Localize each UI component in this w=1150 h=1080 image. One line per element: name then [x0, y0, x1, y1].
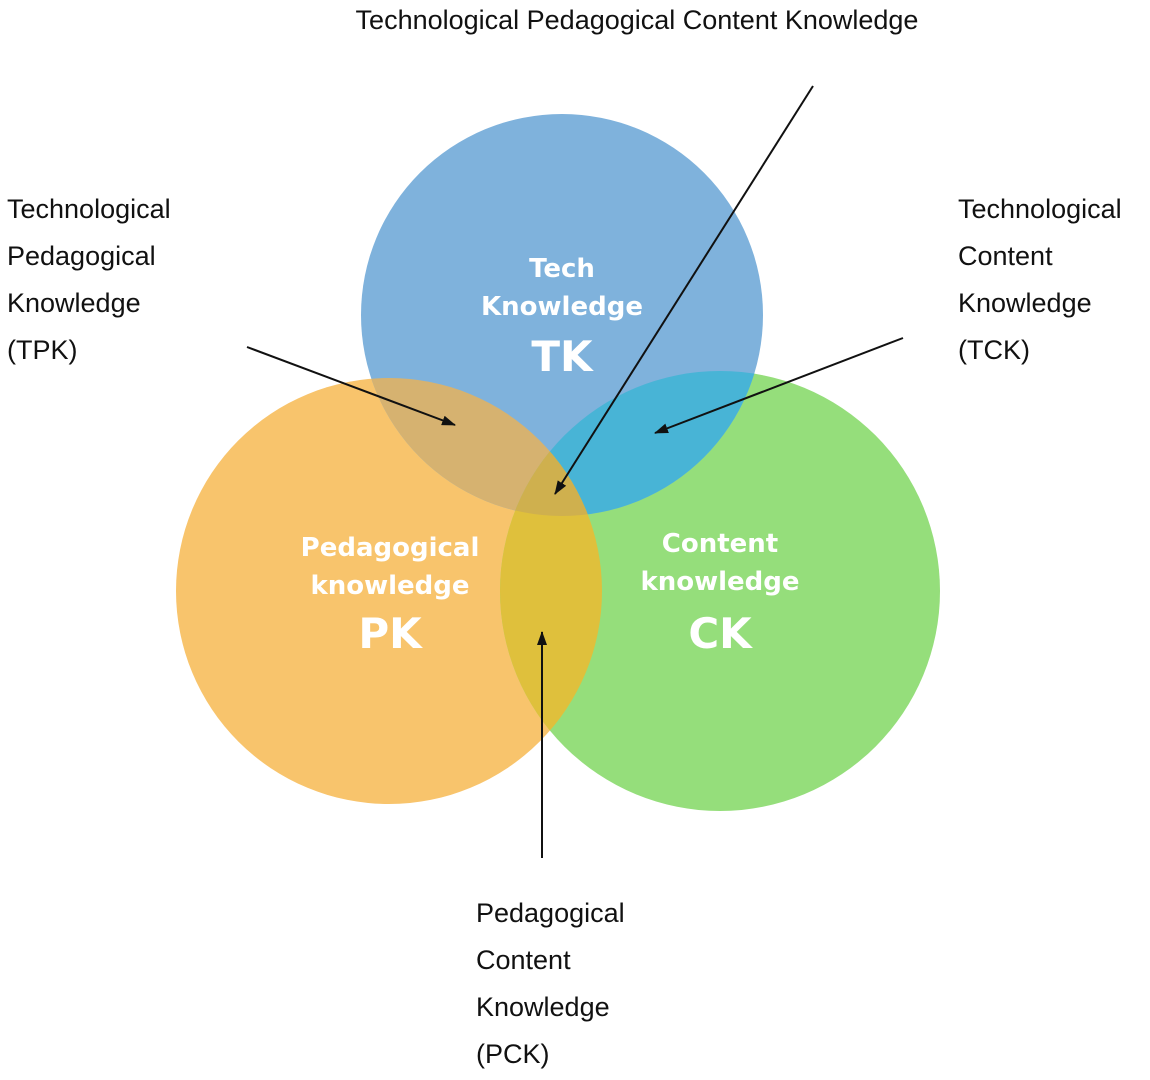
tpk-arrow	[246, 346, 456, 426]
tpck-arrow	[554, 85, 814, 495]
pck-label-line-3: Knowledge	[476, 992, 610, 1022]
ck-name-line-2: knowledge	[640, 567, 799, 597]
tk-name-line-1: Tech	[529, 254, 595, 284]
pk-name-line-2: knowledge	[310, 571, 469, 601]
ck-abbr: CK	[688, 609, 753, 658]
tck-overlap	[500, 371, 763, 516]
tk-name-line-2: Knowledge	[481, 292, 643, 322]
tk-abbr: TK	[531, 332, 594, 381]
pck-label-line-1: Pedagogical	[476, 898, 625, 928]
tpk-overlap	[361, 378, 602, 516]
diagram-title: Technological Pedagogical Content Knowle…	[356, 5, 919, 35]
tck-label-line-4: (TCK)	[958, 335, 1030, 365]
tck-label-line-2: Content	[958, 241, 1053, 271]
tpk-label-line-2: Pedagogical	[7, 241, 156, 271]
tpk-label-line-1: Technological	[7, 194, 171, 224]
tpk-label-line-3: Knowledge	[7, 288, 141, 318]
tck-arrow	[654, 337, 904, 434]
ck-name-line-1: Content	[662, 529, 778, 559]
pk-name-line-1: Pedagogical	[301, 533, 480, 563]
tpk-label-line-4: (TPK)	[7, 335, 78, 365]
pk-abbr: PK	[358, 609, 423, 658]
pck-label-line-4: (PCK)	[476, 1039, 550, 1069]
tck-label-line-1: Technological	[958, 194, 1122, 224]
pck-label-line-2: Content	[476, 945, 571, 975]
tck-label-line-3: Knowledge	[958, 288, 1092, 318]
